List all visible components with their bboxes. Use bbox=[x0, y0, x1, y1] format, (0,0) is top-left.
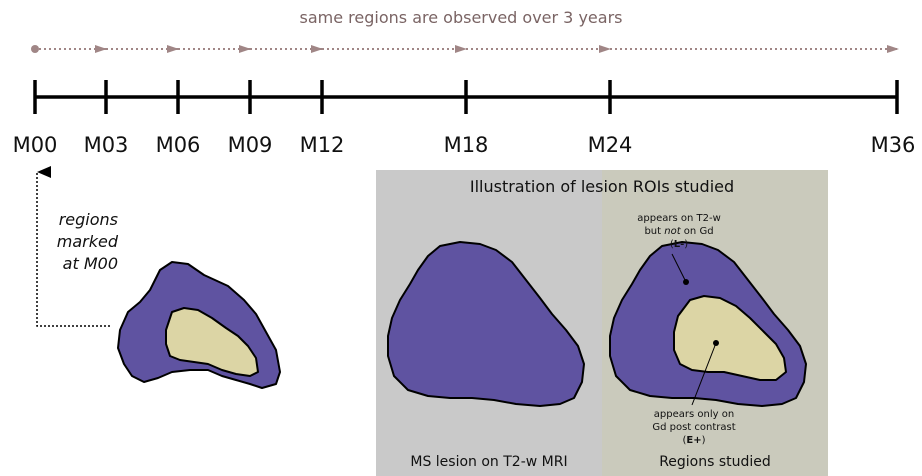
annotation-text: ( bbox=[669, 239, 674, 250]
annotation-line: but not on Gd bbox=[609, 225, 749, 238]
tick-label-m00: M00 bbox=[12, 133, 58, 157]
annotation-text: ) bbox=[684, 239, 689, 250]
annotation-text: ( bbox=[682, 435, 687, 446]
ms-lesion-shape bbox=[387, 241, 585, 407]
timeline-caption: same regions are observed over 3 years bbox=[299, 8, 623, 27]
caption-regions-studied: Regions studied bbox=[659, 454, 771, 470]
observation-start-dot bbox=[31, 45, 39, 53]
region-code-l-minus: L- bbox=[673, 239, 685, 250]
tick-label-m12: M12 bbox=[299, 133, 345, 157]
annotation-line: (L-) bbox=[609, 238, 749, 251]
pointer-dot-e-plus bbox=[713, 340, 719, 346]
region-code-e-plus: E+ bbox=[686, 435, 702, 446]
marked-note-line: at M00 bbox=[62, 254, 118, 273]
pointer-line-l-minus bbox=[671, 253, 687, 283]
marked-note-line: regions bbox=[58, 210, 118, 229]
tick-label-m24: M24 bbox=[587, 133, 633, 157]
annotation-l-minus: appears on T2-w but not on Gd (L-) bbox=[609, 212, 749, 251]
region-e-plus-shape bbox=[673, 295, 787, 381]
small-lesion bbox=[117, 261, 281, 389]
tick-label-m18: M18 bbox=[443, 133, 489, 157]
m00-connector bbox=[36, 166, 110, 327]
annotation-text: on Gd bbox=[680, 226, 714, 237]
marked-note-line: marked bbox=[56, 232, 118, 251]
illustration-title: Illustration of lesion ROIs studied bbox=[469, 177, 735, 196]
timeline-axis bbox=[33, 80, 899, 114]
annotation-text: but bbox=[644, 226, 665, 237]
caption-ms-lesion: MS lesion on T2-w MRI bbox=[410, 454, 568, 470]
tick-label-m03: M03 bbox=[83, 133, 129, 157]
annotation-e-plus: appears only on Gd post contrast (E+) bbox=[624, 408, 764, 447]
annotation-line: (E+) bbox=[624, 434, 764, 447]
lesion-core-region bbox=[165, 307, 259, 377]
tick-label-m06: M06 bbox=[155, 133, 201, 157]
annotation-line: appears only on bbox=[653, 409, 735, 420]
annotation-text: ) bbox=[701, 435, 706, 446]
annotation-line: Gd post contrast bbox=[652, 422, 736, 433]
annotation-line: appears on T2-w bbox=[637, 213, 721, 224]
pointer-dot-l-minus bbox=[683, 279, 689, 285]
pointer-line-e-plus bbox=[691, 342, 717, 406]
regions-marked-note: regions marked at M00 bbox=[40, 209, 118, 275]
observation-arrows bbox=[31, 45, 899, 53]
tick-label-m09: M09 bbox=[227, 133, 273, 157]
annotation-emphasis: not bbox=[664, 226, 681, 237]
tick-label-m36: M36 bbox=[870, 133, 916, 157]
